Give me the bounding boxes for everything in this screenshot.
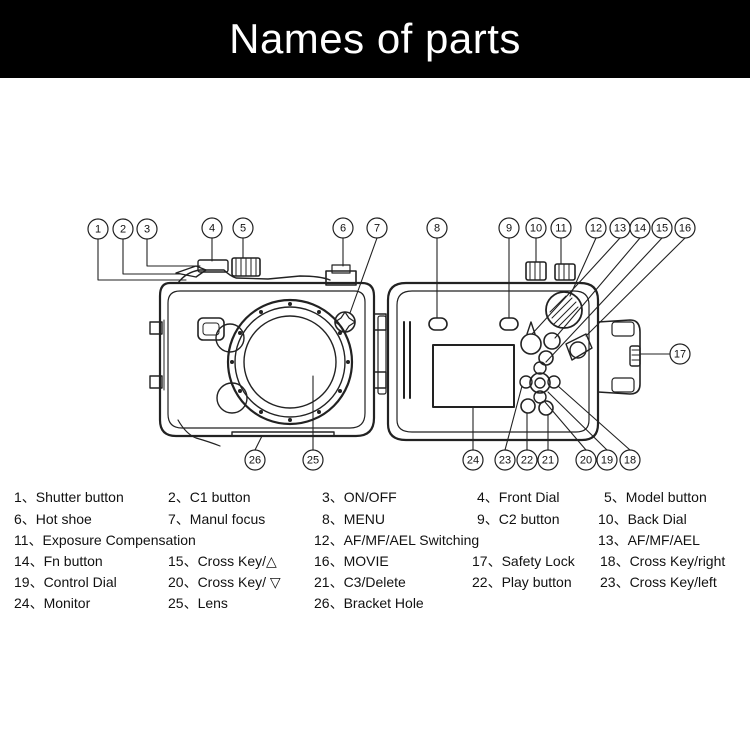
- callout-20: 20: [580, 455, 592, 467]
- callout-13: 13: [614, 223, 626, 235]
- legend-item-1: 1、Shutter button: [14, 489, 124, 505]
- callout-circle-16: [674, 217, 696, 239]
- title-bar: Names of parts: [0, 0, 750, 78]
- legend-item-7: 7、Manul focus: [168, 511, 266, 527]
- callout-circle-26: [244, 449, 266, 471]
- callout-18: 18: [624, 455, 636, 467]
- legend-item-19: 19、Control Dial: [14, 574, 117, 590]
- callout-circles: [87, 217, 696, 471]
- callout-5: 5: [240, 223, 246, 235]
- callout-1: 1: [95, 224, 101, 236]
- legend-item-8: 8、MENU: [322, 511, 386, 527]
- callout-24: 24: [467, 455, 479, 467]
- legend-item-4: 4、Front Dial: [477, 489, 560, 505]
- callout-circle-6: [332, 217, 354, 239]
- callout-26: 26: [249, 455, 261, 467]
- legend-item-16: 16、MOVIE: [314, 553, 389, 569]
- callout-circle-2: [112, 218, 134, 240]
- callout-16: 16: [679, 223, 691, 235]
- callout-circle-12: [585, 217, 607, 239]
- legend-item-18: 18、Cross Key/right: [600, 553, 726, 569]
- callout-17: 17: [674, 349, 686, 361]
- legend-item-24: 24、Monitor: [14, 595, 91, 611]
- callout-circle-17: [669, 343, 691, 365]
- legend-item-3: 3、ON/OFF: [322, 489, 397, 505]
- callout-14: 14: [634, 223, 646, 235]
- callout-circle-18: [619, 449, 641, 471]
- leader-lines: [97, 237, 686, 451]
- legend-item-17: 17、Safety Lock: [472, 553, 575, 569]
- callout-circle-11: [550, 217, 572, 239]
- callout-circle-20: [575, 449, 597, 471]
- callout-12: 12: [590, 223, 602, 235]
- legend-item-26: 26、Bracket Hole: [314, 595, 424, 611]
- legend-item-22: 22、Play button: [472, 574, 572, 590]
- callout-8: 8: [434, 223, 440, 235]
- front-housing: [149, 257, 387, 447]
- callout-circle-14: [629, 217, 651, 239]
- callout-circle-5: [232, 217, 254, 239]
- legend-item-2: 2、C1 button: [168, 489, 251, 505]
- callout-circle-9: [498, 217, 520, 239]
- callout-11: 11: [555, 223, 566, 235]
- callout-numbers: 1 2 3 4 5 6 7 8 9 10 11 12 13 14 15 16 1…: [95, 223, 691, 467]
- legend-item-25: 25、Lens: [168, 595, 228, 611]
- callout-22: 22: [521, 455, 533, 467]
- callout-10: 10: [530, 223, 542, 235]
- callout-circle-7: [366, 217, 388, 239]
- callout-circle-4: [201, 217, 223, 239]
- callout-circle-19: [596, 449, 618, 471]
- callout-circle-1: [87, 218, 109, 240]
- callout-circle-3: [136, 218, 158, 240]
- legend-item-6: 6、Hot shoe: [14, 511, 92, 527]
- callout-circle-8: [426, 217, 448, 239]
- legend-item-5: 5、Model button: [604, 489, 707, 505]
- legend-item-13: 13、AF/MF/AEL: [598, 532, 700, 548]
- legend-item-15: 15、Cross Key/△: [168, 553, 277, 569]
- legend-item-9: 9、C2 button: [477, 511, 560, 527]
- callout-circle-21: [537, 449, 559, 471]
- callout-circle-15: [651, 217, 673, 239]
- callout-circle-25: [302, 449, 324, 471]
- callout-circle-10: [525, 217, 547, 239]
- legend-item-23: 23、Cross Key/left: [600, 574, 717, 590]
- callout-2: 2: [120, 224, 126, 236]
- callout-25: 25: [307, 455, 319, 467]
- page-title: Names of parts: [229, 15, 521, 62]
- callout-6: 6: [340, 223, 346, 235]
- callout-circle-22: [516, 449, 538, 471]
- legend-item-20: 20、Cross Key/ ▽: [168, 574, 281, 590]
- callout-15: 15: [656, 223, 668, 235]
- callout-4: 4: [209, 223, 215, 235]
- legend-item-10: 10、Back Dial: [598, 511, 687, 527]
- callout-21: 21: [542, 455, 554, 467]
- legend-item-14: 14、Fn button: [14, 553, 103, 569]
- callout-19: 19: [601, 455, 613, 467]
- callout-7: 7: [374, 223, 380, 235]
- legend-item-11: 11、Exposure Compensation: [14, 532, 196, 548]
- legend-item-12: 12、AF/MF/AEL Switching: [314, 532, 480, 548]
- legend-item-21: 21、C3/Delete: [314, 574, 406, 590]
- callout-circle-23: [494, 449, 516, 471]
- callout-9: 9: [506, 223, 512, 235]
- callout-3: 3: [144, 224, 150, 236]
- callout-circle-24: [462, 449, 484, 471]
- callout-23: 23: [499, 455, 511, 467]
